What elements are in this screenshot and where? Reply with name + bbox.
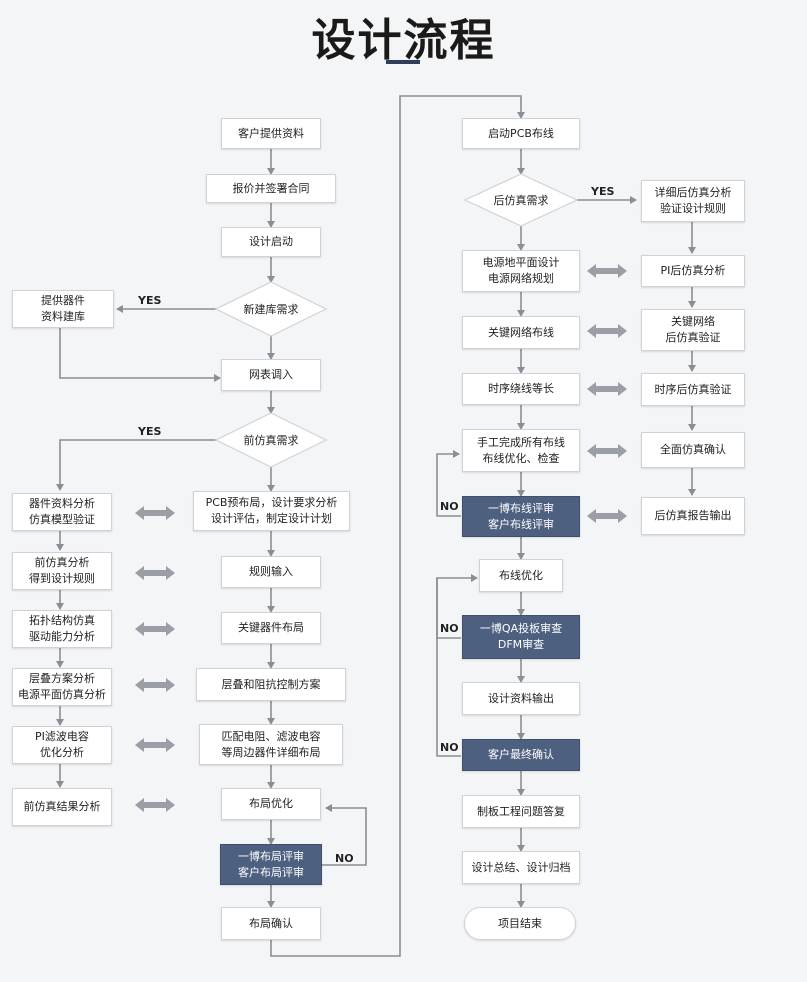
netlist-import-box: 网表调入	[221, 359, 321, 391]
stackup-sim-box: 层叠方案分析 电源平面仿真分析	[12, 668, 112, 706]
pre-sim-rules-box: 前仿真分析 得到设计规则	[12, 552, 112, 590]
start-routing-box: 启动PCB布线	[462, 118, 580, 149]
quote-contract-box: 报价并签署合同	[206, 174, 336, 203]
connectors	[56, 95, 696, 957]
routing-opt-box: 布线优化	[479, 559, 563, 592]
qa-review-box: 一博QA投板审查 DFM审查	[462, 615, 580, 659]
layout-confirm-box: 布局确认	[221, 907, 321, 940]
title-underline	[386, 60, 420, 64]
yes-label-new-lib: YES	[138, 294, 162, 307]
customer-info-box: 客户提供资料	[221, 118, 321, 149]
pre-sim-result-box: 前仿真结果分析	[12, 788, 112, 826]
pi-post-sim-box: PI后仿真分析	[641, 255, 745, 287]
key-net-routing-box: 关键网络布线	[462, 316, 580, 349]
new-lib-decision-shape	[214, 281, 328, 337]
key-placement-box: 关键器件布局	[221, 612, 321, 644]
lib-build-box: 提供器件 资料建库	[12, 290, 114, 328]
pcb-prelayout-box: PCB预布局，设计要求分析 设计评估，制定设计计划	[193, 491, 350, 531]
post-sim-decision: 后仿真需求	[493, 194, 549, 207]
new-lib-decision: 新建库需求	[243, 303, 299, 316]
rules-input-box: 规则输入	[221, 556, 321, 588]
stackup-impedance-box: 层叠和阻抗控制方案	[196, 668, 346, 701]
layout-review-box: 一博布局评审 客户布局评审	[220, 844, 322, 885]
detailed-post-sim-box: 详细后仿真分析 验证设计规则	[641, 180, 745, 222]
design-start-box: 设计启动	[221, 227, 321, 257]
yes-label-post-sim: YES	[591, 185, 615, 198]
match-filter-box: 匹配电阻、滤波电容 等周边器件详细布局	[199, 724, 343, 765]
manual-routing-box: 手工完成所有布线 布线优化、检查	[462, 429, 580, 472]
doc-output-box: 设计资料输出	[462, 682, 580, 715]
layout-opt-box: 布局优化	[221, 788, 321, 820]
no-label-layout-review: NO	[335, 852, 354, 865]
fab-qa-box: 制板工程问题答复	[462, 795, 580, 828]
pre-sim-decision-shape	[214, 412, 328, 468]
post-sim-report-box: 后仿真报告输出	[641, 497, 745, 535]
no-label-final-confirm: NO	[440, 741, 459, 754]
timing-length-box: 时序绕线等长	[462, 373, 580, 405]
pi-cap-box: PI滤波电容 优化分析	[12, 726, 112, 764]
pre-sim-decision: 前仿真需求	[243, 434, 299, 447]
key-net-post-sim-box: 关键网络 后仿真验证	[641, 309, 745, 351]
topology-sim-box: 拓扑结构仿真 驱动能力分析	[12, 610, 112, 648]
routing-review-box: 一博布线评审 客户布线评审	[462, 496, 580, 537]
yes-label-pre-sim: YES	[138, 425, 162, 438]
summary-archive-box: 设计总结、设计归档	[462, 851, 580, 884]
post-sim-decision-shape	[463, 173, 579, 227]
project-end-box: 项目结束	[464, 907, 576, 940]
model-verify-box: 器件资料分析 仿真模型验证	[12, 493, 112, 531]
no-label-routing-review: NO	[440, 500, 459, 513]
no-label-qa-review: NO	[440, 622, 459, 635]
timing-post-sim-box: 时序后仿真验证	[641, 373, 745, 406]
double-arrows	[135, 264, 627, 812]
power-plane-box: 电源地平面设计 电源网络规划	[462, 250, 580, 292]
page-title: 设计流程	[311, 15, 496, 66]
full-sim-confirm-box: 全面仿真确认	[641, 432, 745, 468]
final-confirm-box: 客户最终确认	[462, 739, 580, 771]
